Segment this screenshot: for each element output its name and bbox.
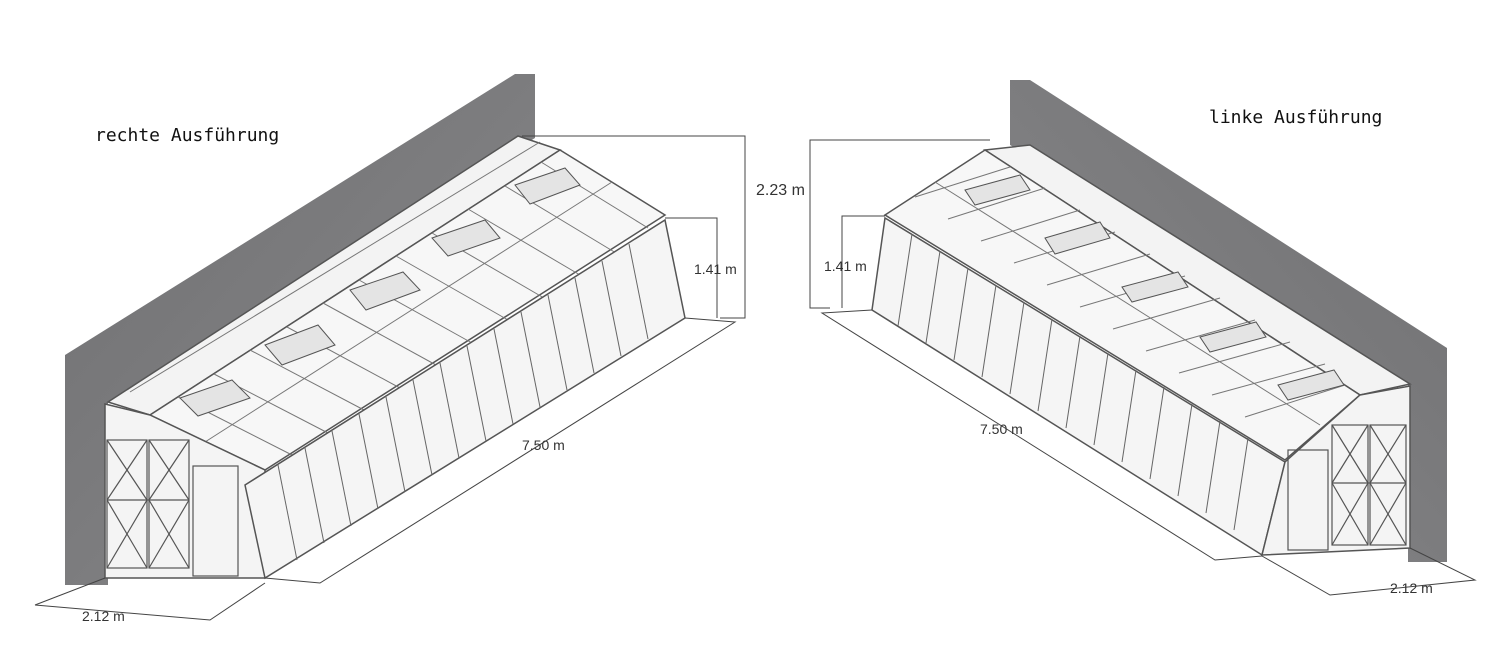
left-door[interactable] xyxy=(1331,424,1407,546)
right-side-mullions xyxy=(277,243,649,561)
right-length-label: 7.50 m xyxy=(522,437,565,453)
right-wall-height-label: 1.41 m xyxy=(694,261,737,277)
left-version-greenhouse: 1.41 m 7.50 m 2.12 m xyxy=(809,80,1477,596)
left-roof-vents xyxy=(964,174,1345,401)
right-version-greenhouse: 2.23 m 1.41 m 7.50 m 2.12 m xyxy=(34,74,805,624)
right-gable-panel xyxy=(192,465,239,577)
right-roof-vents xyxy=(179,167,581,417)
left-gable-panel xyxy=(1287,449,1329,551)
right-version-title: rechte Ausführung xyxy=(95,125,280,146)
right-width-label: 2.12 m xyxy=(82,608,125,624)
right-door[interactable] xyxy=(106,439,190,569)
left-width-label: 2.12 m xyxy=(1390,580,1433,596)
right-dimension-lines xyxy=(34,135,746,621)
left-dimension-lines xyxy=(809,139,1477,596)
left-side-mullions xyxy=(897,233,1249,531)
left-version-title: linke Ausführung xyxy=(1209,107,1383,128)
left-wall-height-label: 1.41 m xyxy=(824,258,867,274)
left-gable-end xyxy=(1261,385,1411,556)
right-ridge-height-label: 2.23 m xyxy=(756,182,805,199)
left-length-label: 7.50 m xyxy=(980,421,1023,437)
